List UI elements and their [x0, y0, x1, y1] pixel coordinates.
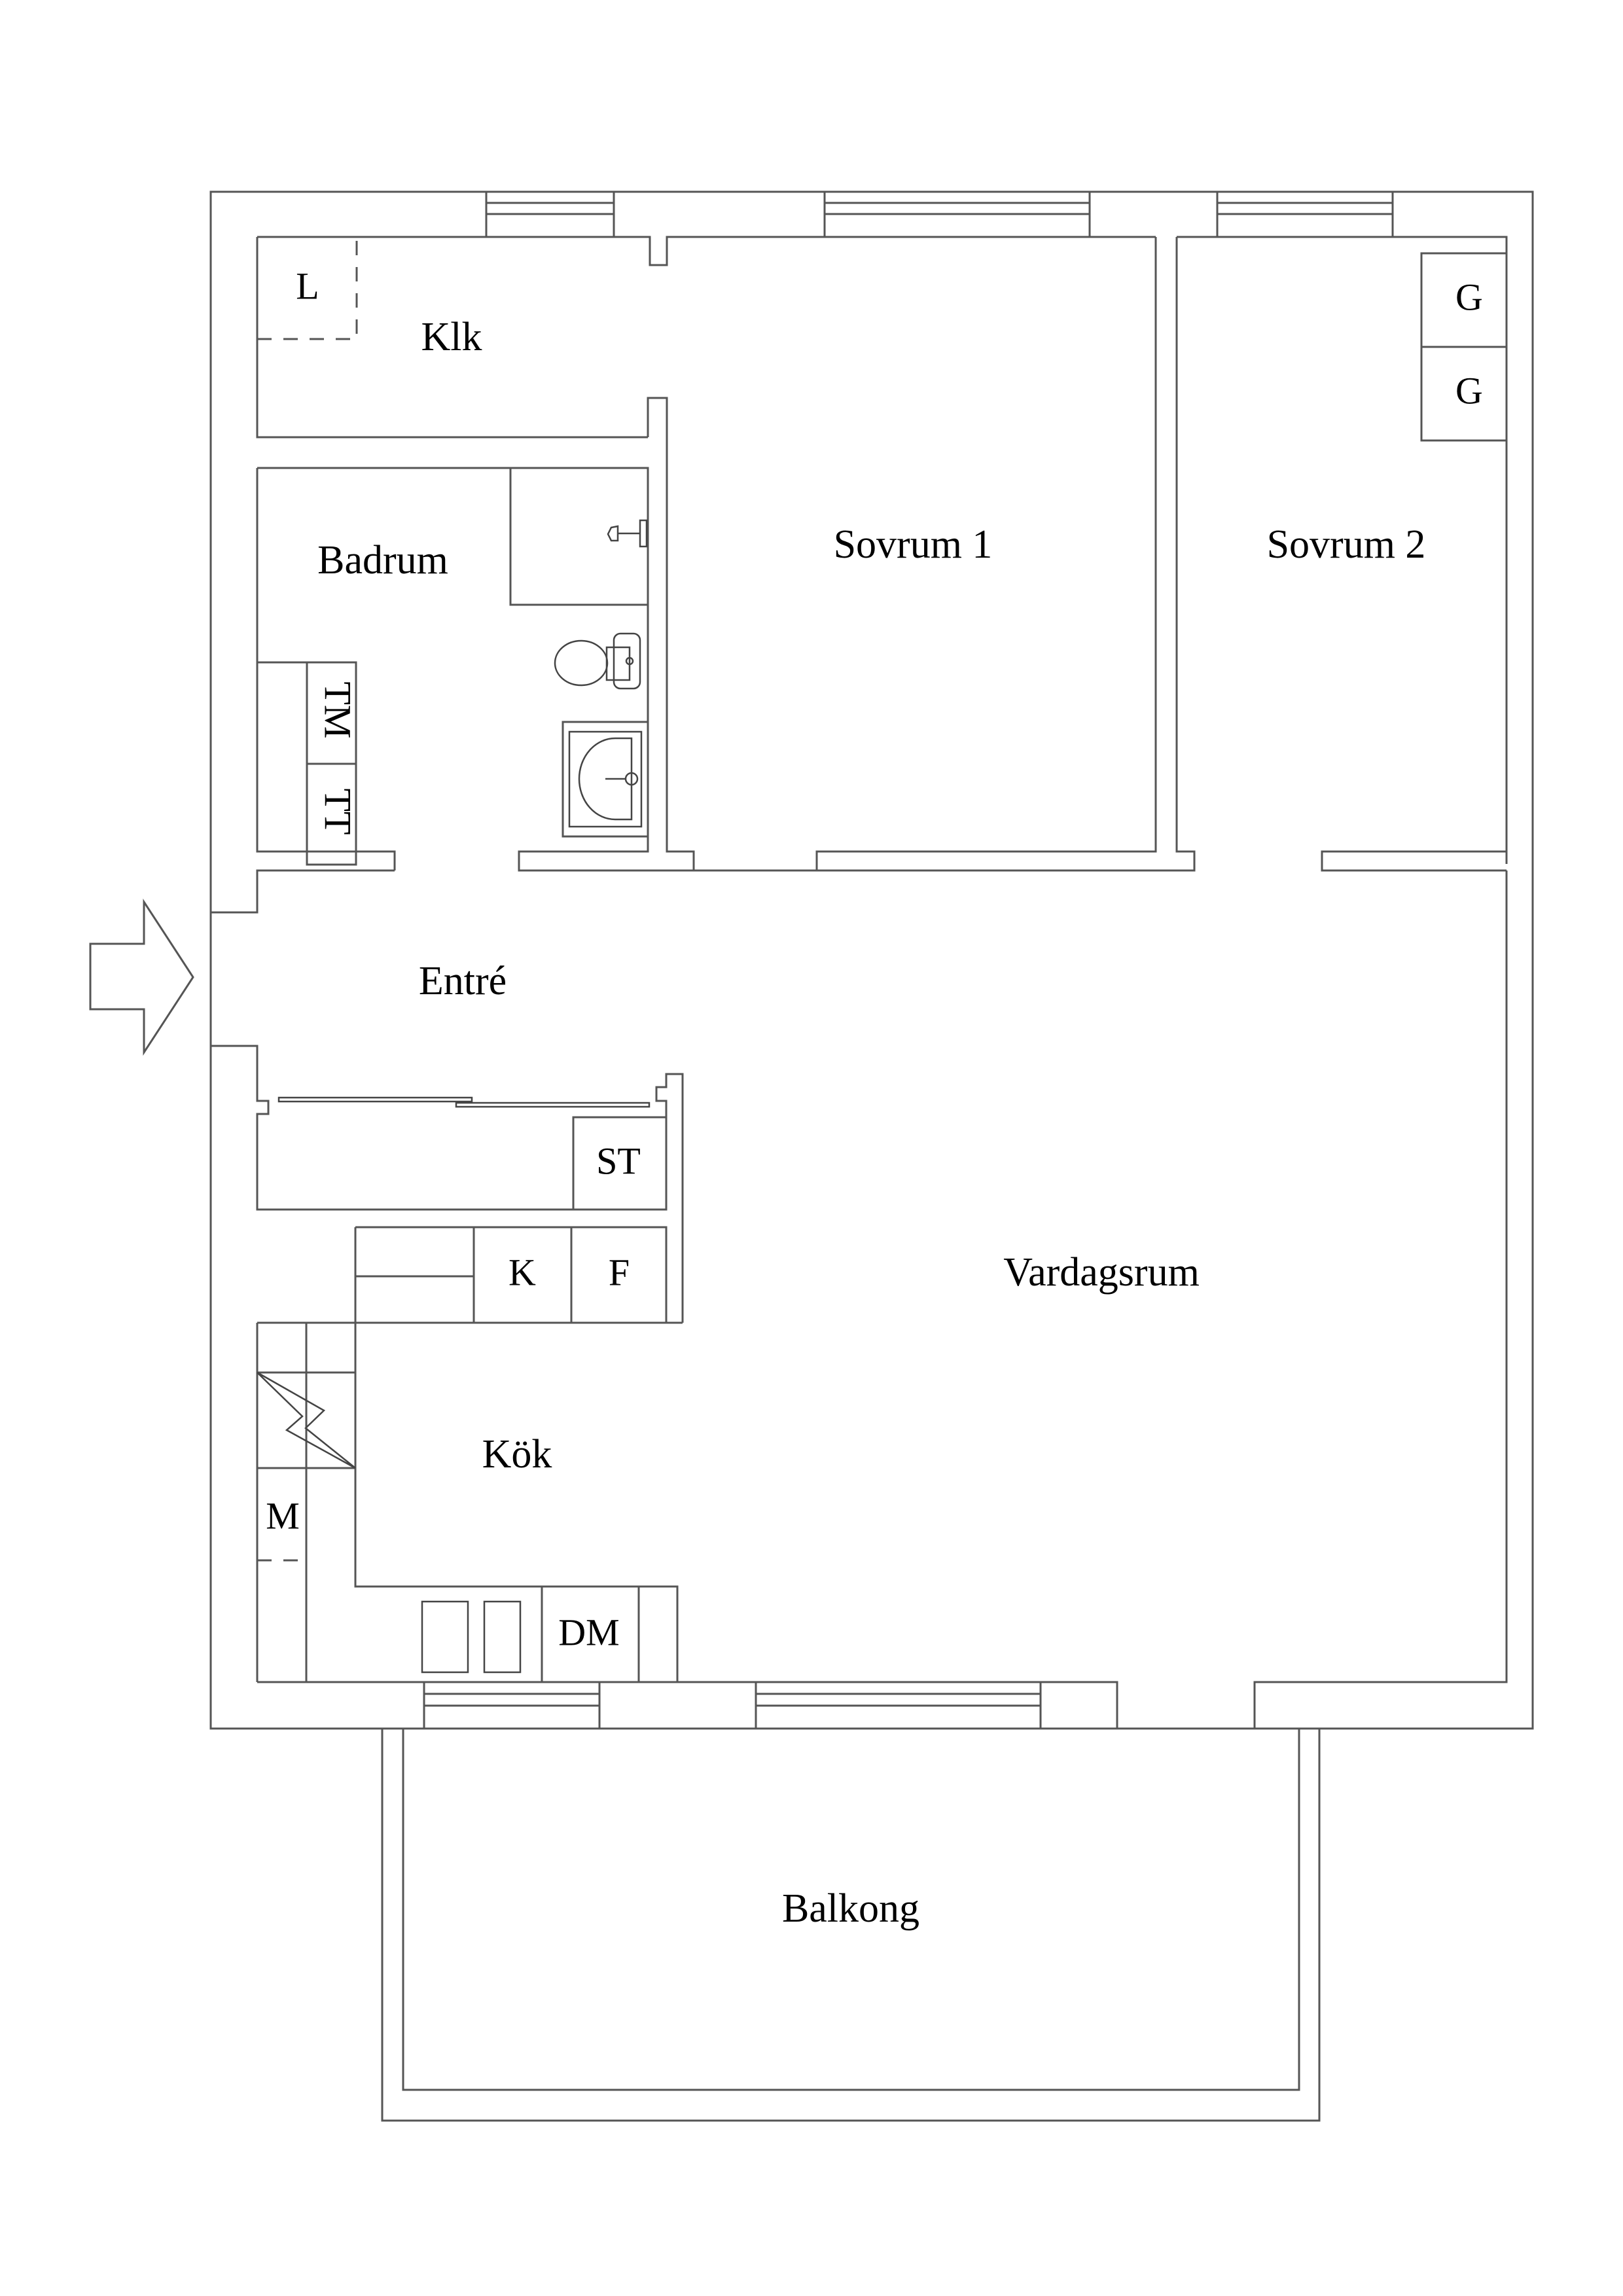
exterior-walls [209, 190, 1534, 1730]
shower-icon [607, 519, 648, 548]
label-tumble-dryer: TT [317, 789, 359, 835]
entrance-arrow-icon [89, 898, 194, 1056]
windows-bottom [257, 1681, 1118, 1730]
label-badrum: Badrum [317, 538, 448, 583]
label-refrigerator: K [508, 1251, 536, 1293]
label-wardrobe-2: G [1455, 369, 1483, 412]
balcony [381, 1729, 1321, 2122]
label-sovrum1: Sovrum 1 [834, 522, 993, 567]
label-wardrobe-1: G [1455, 276, 1483, 318]
label-linen-closet: L [296, 264, 319, 307]
kitchen-fixtures [256, 1371, 522, 1674]
label-vardagsrum: Vardagsrum [1003, 1250, 1200, 1295]
label-balkong: Balkong [782, 1886, 919, 1931]
linen-closet [257, 237, 358, 340]
label-freezer: F [609, 1251, 630, 1293]
bathroom-fixtures [257, 468, 649, 866]
sliding-doors [277, 1096, 651, 1108]
label-klk: Klk [421, 315, 482, 359]
label-entre: Entré [419, 959, 507, 1003]
label-dishwasher: DM [558, 1611, 619, 1653]
stove-icon [256, 1371, 357, 1469]
sink-icon [562, 721, 649, 838]
interior-walls [256, 237, 1507, 1682]
label-drying-cabinet: ST [596, 1139, 641, 1182]
label-microwave: M [266, 1494, 300, 1537]
wardrobes [1420, 252, 1508, 442]
toilet-icon [554, 632, 641, 690]
label-washing-machine: TM [317, 682, 359, 739]
label-sovrum2: Sovrum 2 [1267, 522, 1426, 567]
windows-top [485, 190, 1394, 238]
label-kok: Kök [482, 1432, 552, 1477]
